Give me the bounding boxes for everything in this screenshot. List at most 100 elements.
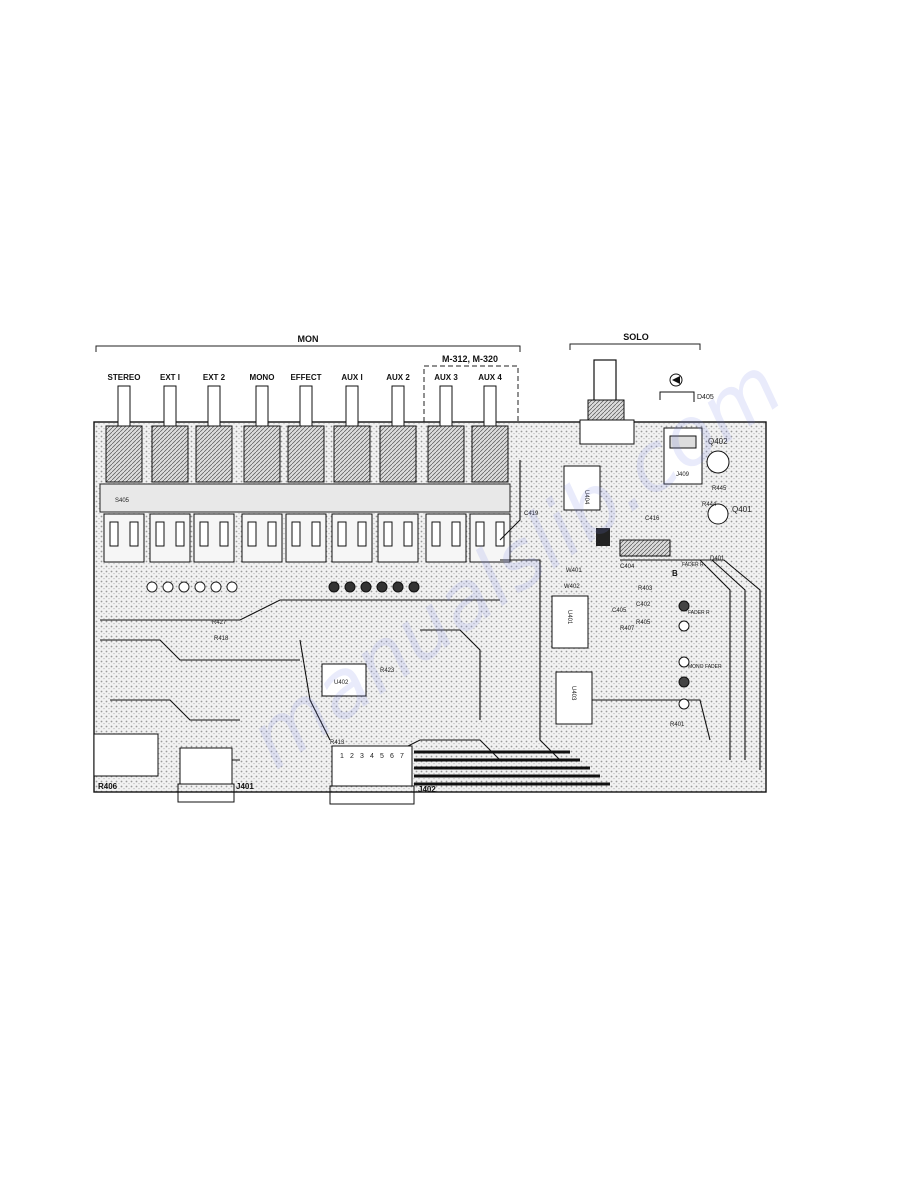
switch-contact <box>337 521 347 547</box>
switch-stem[interactable] <box>483 385 497 427</box>
test-pads <box>678 600 690 710</box>
switch-contact <box>109 521 119 547</box>
j402-pin-label: 6 <box>390 753 394 760</box>
switch-mono[interactable]: MONO <box>241 373 283 563</box>
switch-contact <box>431 521 441 547</box>
j402-pin-label: 3 <box>360 753 364 760</box>
led-row-left <box>146 581 238 593</box>
switch-spring-body <box>333 425 371 483</box>
pcb-traces <box>100 460 761 770</box>
led-row-right <box>328 581 420 593</box>
switch-contact <box>129 521 139 547</box>
switch-aux-4[interactable]: AUX 4 <box>469 373 511 563</box>
d401-label: D401 <box>710 556 725 562</box>
switch-contact <box>175 521 185 547</box>
switch-ext-2[interactable]: EXT 2 <box>193 373 235 563</box>
j401-connector: J401 <box>177 747 254 803</box>
bus-traces <box>414 750 610 786</box>
j409-connector: J409 <box>663 427 703 485</box>
j409-label: J409 <box>676 472 690 478</box>
switch-contact <box>291 521 301 547</box>
w402-label: W402 <box>564 584 580 590</box>
r405-label: R405 <box>636 620 651 626</box>
r406-block-label: R406 <box>98 782 118 791</box>
switch-contact <box>403 521 413 547</box>
fader-r-label: FADER R <box>688 610 710 616</box>
r401-label: R401 <box>670 722 685 728</box>
switch-stem[interactable] <box>439 385 453 427</box>
switch-spring-body <box>195 425 233 483</box>
switch-contact <box>199 521 209 547</box>
switch-ext-i[interactable]: EXT I <box>149 373 191 563</box>
switch-aux-2[interactable]: AUX 2 <box>377 373 419 563</box>
hatched-component <box>619 539 671 557</box>
u404-label: U404 <box>583 490 589 505</box>
switch-spring-body <box>427 425 465 483</box>
switch-stereo[interactable]: STEREO <box>103 373 145 563</box>
s405-label: S405 <box>115 498 130 504</box>
switch-label: EXT 2 <box>203 373 226 382</box>
mono-fader-label: MONO FADER <box>688 664 722 670</box>
switch-label: MONO <box>250 373 275 382</box>
q401-label: Q401 <box>732 505 752 514</box>
mon-group-label: MON <box>95 334 521 352</box>
j402-pin-label: 2 <box>350 753 354 760</box>
switch-stem[interactable] <box>207 385 221 427</box>
r403-label: R403 <box>638 586 653 592</box>
switch-contact <box>357 521 367 547</box>
switch-spring-body <box>105 425 143 483</box>
switch-contact <box>475 521 485 547</box>
switch-contact <box>267 521 277 547</box>
c416-label: C416 <box>645 516 660 522</box>
j401-label: J401 <box>236 782 254 791</box>
c405-label: C405 <box>612 608 627 614</box>
switch-spring-body <box>379 425 417 483</box>
fader-label: FADER R <box>682 562 704 568</box>
switch-label: AUX 2 <box>386 373 410 382</box>
r445-label: R445 <box>712 486 727 492</box>
switch-contact <box>495 521 505 547</box>
switch-label: AUX 3 <box>434 373 458 382</box>
switch-contact <box>219 521 229 547</box>
switch-effect[interactable]: EFFECT <box>285 373 327 563</box>
j402-pin-label: 7 <box>400 753 404 760</box>
mon-label: MON <box>298 334 319 344</box>
u404-ic: U404 <box>563 465 601 511</box>
r418-label: R418 <box>214 636 229 642</box>
u403-label: U403 <box>570 686 576 701</box>
q402-transistor: Q402 <box>706 437 730 474</box>
j402-pin-label: 1 <box>340 753 344 760</box>
solo-group-label: SOLO <box>569 332 701 350</box>
switch-contact <box>155 521 165 547</box>
switch-stem[interactable] <box>255 385 269 427</box>
switch-label: AUX I <box>341 373 362 382</box>
switch-stem[interactable] <box>299 385 313 427</box>
switch-stem[interactable] <box>345 385 359 427</box>
j402-label: J402 <box>418 785 436 794</box>
switch-stem[interactable] <box>391 385 405 427</box>
solo-potentiometer[interactable] <box>579 359 635 445</box>
switch-stem[interactable] <box>163 385 177 427</box>
switch-spring-body <box>471 425 509 483</box>
j402-pin-label: 5 <box>380 753 384 760</box>
r407-label: R407 <box>620 626 635 632</box>
r427-label: R427 <box>212 620 227 626</box>
switch-aux-3[interactable]: AUX 3 <box>425 373 467 563</box>
q402-label: Q402 <box>708 437 728 446</box>
w401-label: W401 <box>566 568 582 574</box>
switch-aux-i[interactable]: AUX I <box>331 373 373 563</box>
fader-b-label: B <box>672 569 678 578</box>
u402-label: U402 <box>334 680 349 686</box>
u401-ic: U401 <box>551 595 589 649</box>
c402-label: C402 <box>636 602 651 608</box>
u403-ic: U403 <box>555 671 593 725</box>
q401-transistor: Q401 <box>707 503 752 525</box>
switch-stem[interactable] <box>117 385 131 427</box>
switch-contact <box>247 521 257 547</box>
u401-label: U401 <box>566 610 572 625</box>
r406-connector-block: R406 <box>93 733 159 791</box>
j402-pin-label: 4 <box>370 753 374 760</box>
